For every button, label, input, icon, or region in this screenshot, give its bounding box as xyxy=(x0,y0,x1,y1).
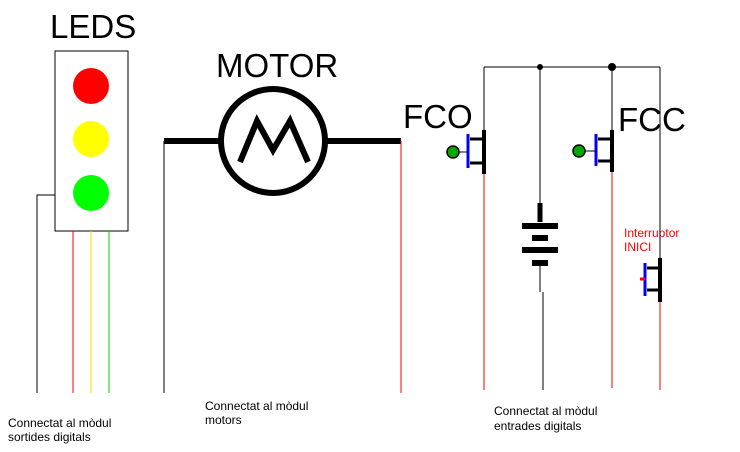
leds-label: LEDS xyxy=(50,8,136,45)
motors-note-line1: Connectat al mòdul xyxy=(205,399,308,413)
inputs-note-line2: entrades digitals xyxy=(494,419,581,433)
fcc-sensor-icon xyxy=(572,144,586,158)
led-common-wire xyxy=(36,194,55,393)
fco-label: FCO xyxy=(403,98,473,135)
fcc-label: FCC xyxy=(618,101,686,138)
motor-m-glyph xyxy=(237,114,311,164)
led-yellow xyxy=(73,121,109,157)
fco-sensor-icon xyxy=(446,145,460,159)
led-red xyxy=(73,68,109,104)
motors-note-line2: motors xyxy=(205,413,242,427)
led-green xyxy=(73,175,109,211)
outputs-note-line2: sortides digitals xyxy=(8,430,91,444)
inici-label: INICI xyxy=(624,240,651,254)
interruptor-label: Interruptor xyxy=(624,226,679,240)
inputs-note-line1: Connectat al mòdul xyxy=(494,404,597,418)
motor-symbol xyxy=(218,86,328,196)
outputs-note-line1: Connectat al mòdul xyxy=(8,416,111,430)
motor-label: MOTOR xyxy=(216,47,338,84)
